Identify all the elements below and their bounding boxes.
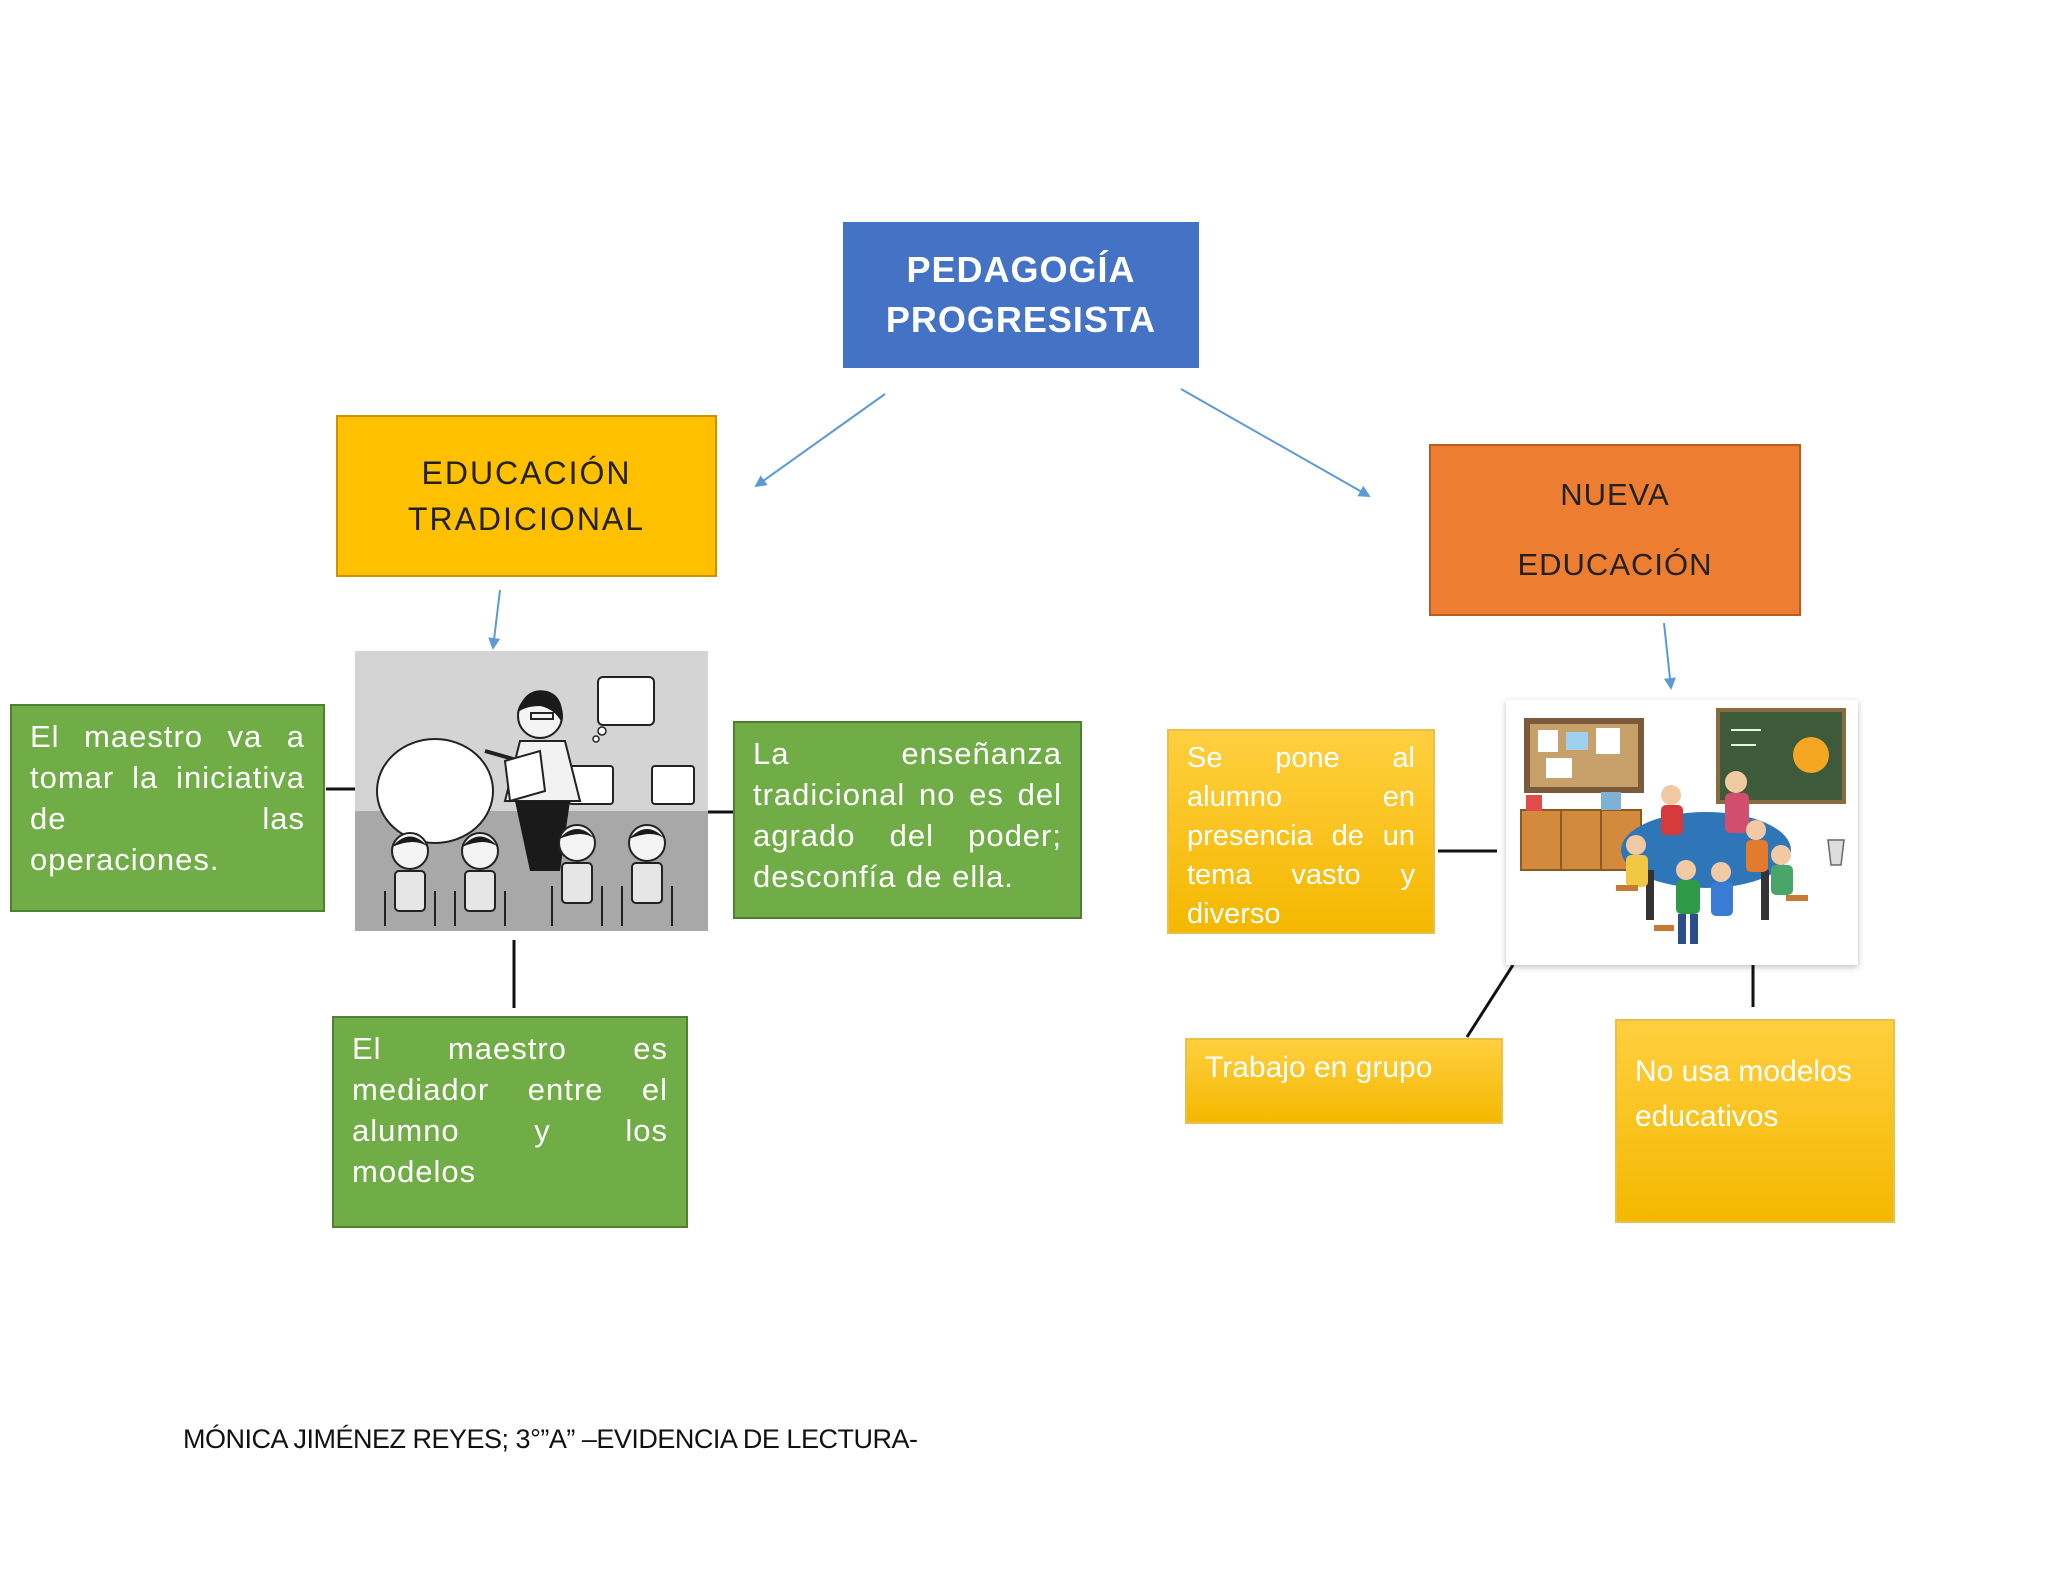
- connector-yellow-note-2: [1465, 964, 1515, 1038]
- traditional-education-box: EDUCACIÓN TRADICIONAL: [336, 415, 717, 577]
- arrow-to-new: [1180, 388, 1371, 497]
- arrow-to-traditional: [754, 393, 886, 488]
- new-line-2: EDUCACIÓN: [1517, 547, 1713, 582]
- arrow-to-group-image: [1663, 622, 1676, 690]
- main-title-line-2: PROGRESISTA: [885, 299, 1157, 340]
- main-title-box: PEDAGOGÍA PROGRESISTA: [843, 222, 1199, 368]
- arrow-to-classroom-image: [488, 589, 501, 650]
- note-teaching-power: La enseñanza tradicional no es del agrad…: [733, 721, 1082, 919]
- note-group-work: Trabajo en grupo: [1185, 1038, 1503, 1124]
- traditional-line-1: EDUCACIÓN: [421, 455, 632, 491]
- new-education-box: NUEVA EDUCACIÓN: [1429, 444, 1801, 616]
- traditional-classroom-image: [355, 651, 708, 931]
- note-student-topic: Se pone al alumno en presencia de un tem…: [1167, 729, 1435, 934]
- note-no-models: No usa modelos educativos: [1615, 1019, 1895, 1223]
- note-teacher-initiative: El maestro va a tomar la iniciativa de l…: [10, 704, 325, 912]
- note-teacher-mediator: El maestro es mediador entre el alumno y…: [332, 1016, 688, 1228]
- group-work-image: [1506, 700, 1858, 965]
- new-line-1: NUEVA: [1560, 477, 1670, 512]
- author-footer: MÓNICA JIMÉNEZ REYES; 3°”A” –EVIDENCIA D…: [183, 1424, 918, 1454]
- main-title-line-1: PEDAGOGÍA: [906, 249, 1136, 290]
- traditional-line-2: TRADICIONAL: [407, 501, 646, 537]
